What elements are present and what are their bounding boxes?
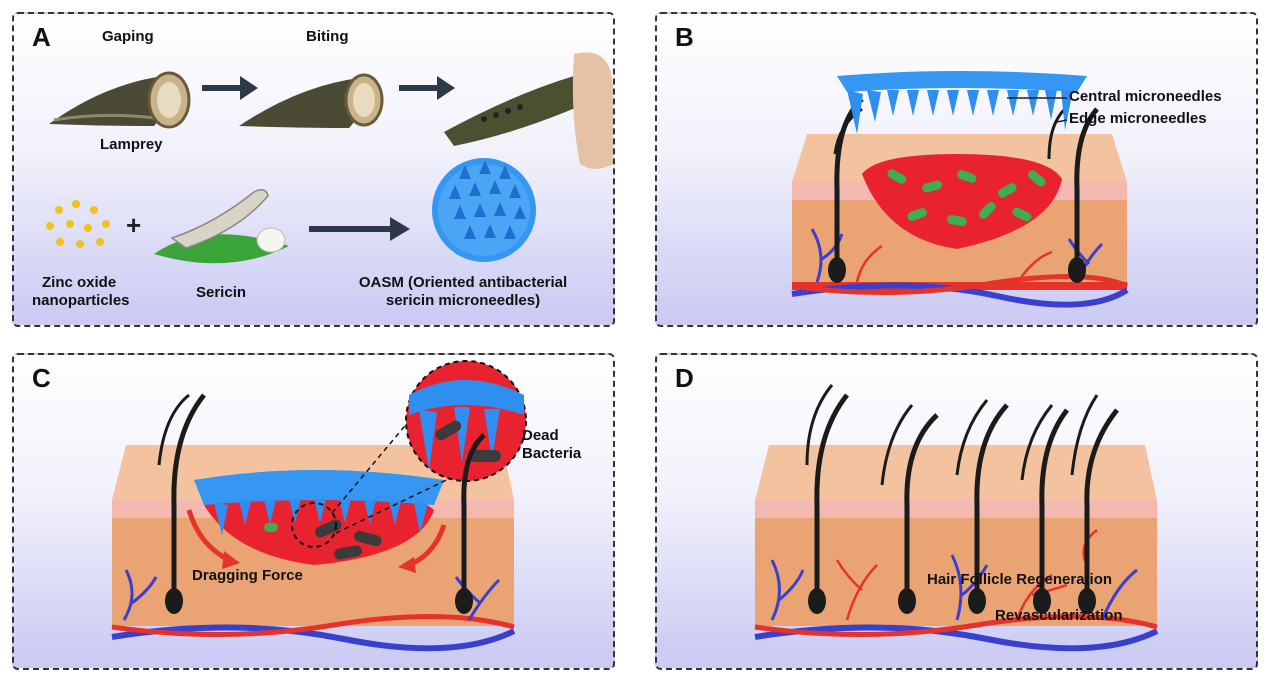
sericin-label: Sericin xyxy=(196,284,247,301)
central-microneedles-label: Central microneedles xyxy=(1069,88,1222,105)
wound-illustration xyxy=(862,154,1062,249)
arrow-icon xyxy=(437,76,455,100)
panel-label: D xyxy=(675,363,694,393)
panel-a: + A Gaping Biting Lamprey Zinc oxide nan… xyxy=(12,12,615,327)
revascularization-label: Revascularization xyxy=(995,607,1123,624)
zinc-oxide-label-line1: Zinc oxide xyxy=(42,274,117,291)
panel-b-illustration xyxy=(791,71,1129,308)
oasm-label-line1: OASM (Oriented antibacterial xyxy=(358,274,568,291)
bacteria-illustration xyxy=(887,169,1046,226)
arrow-icon xyxy=(398,557,416,573)
microneedle-patch-illustration xyxy=(194,470,444,535)
panel-d: D Hair Follicle Regeneration Revasculari… xyxy=(655,353,1258,670)
lamprey-gaping-illustration xyxy=(49,71,191,129)
zinc-oxide-label-line2: nanoparticles xyxy=(32,292,130,309)
hair-follicle-illustration xyxy=(157,393,486,614)
microneedle-patch-illustration xyxy=(837,71,1087,134)
oasm-label-line2: sericin microneedles) xyxy=(385,292,541,309)
dead-bacteria-label-line1: Dead xyxy=(522,427,559,444)
panel-c-illustration xyxy=(111,360,527,652)
panel-c: C Dead Bacteria Dragging Force xyxy=(12,353,615,670)
dragging-force-label: Dragging Force xyxy=(192,567,303,584)
panel-label: B xyxy=(675,22,694,52)
stage-gaping-label: Gaping xyxy=(102,28,154,45)
silkworm-sericin-illustration xyxy=(154,189,289,264)
zinc-oxide-nanoparticles-illustration xyxy=(46,200,110,248)
panel-label: C xyxy=(32,363,51,393)
dead-bacteria-illustration xyxy=(264,519,382,560)
hair-follicle-regeneration-label: Hair Follicle Regeneration xyxy=(927,571,1113,588)
plus-icon: + xyxy=(126,210,141,240)
arrow-icon xyxy=(390,217,410,241)
panel-a-illustration: + xyxy=(46,52,613,264)
lamprey-biting-illustration xyxy=(239,73,384,128)
hair-follicle-illustration xyxy=(805,384,1119,600)
lamprey-label: Lamprey xyxy=(100,136,163,153)
panel-label: A xyxy=(32,22,51,52)
panel-b: B Central microneedles Edge microneedles xyxy=(655,12,1258,327)
dead-bacteria-label-line2: Bacteria xyxy=(522,445,582,462)
lamprey-attached-illustration xyxy=(444,52,613,169)
magnifier-inset-illustration xyxy=(291,360,527,548)
arrow-icon xyxy=(240,76,258,100)
oasm-patch-illustration xyxy=(432,158,536,262)
edge-microneedles-label: Edge microneedles xyxy=(1069,110,1207,127)
panel-d-illustration xyxy=(754,384,1159,652)
stage-biting-label: Biting xyxy=(306,28,349,45)
arrow-icon xyxy=(222,551,240,569)
